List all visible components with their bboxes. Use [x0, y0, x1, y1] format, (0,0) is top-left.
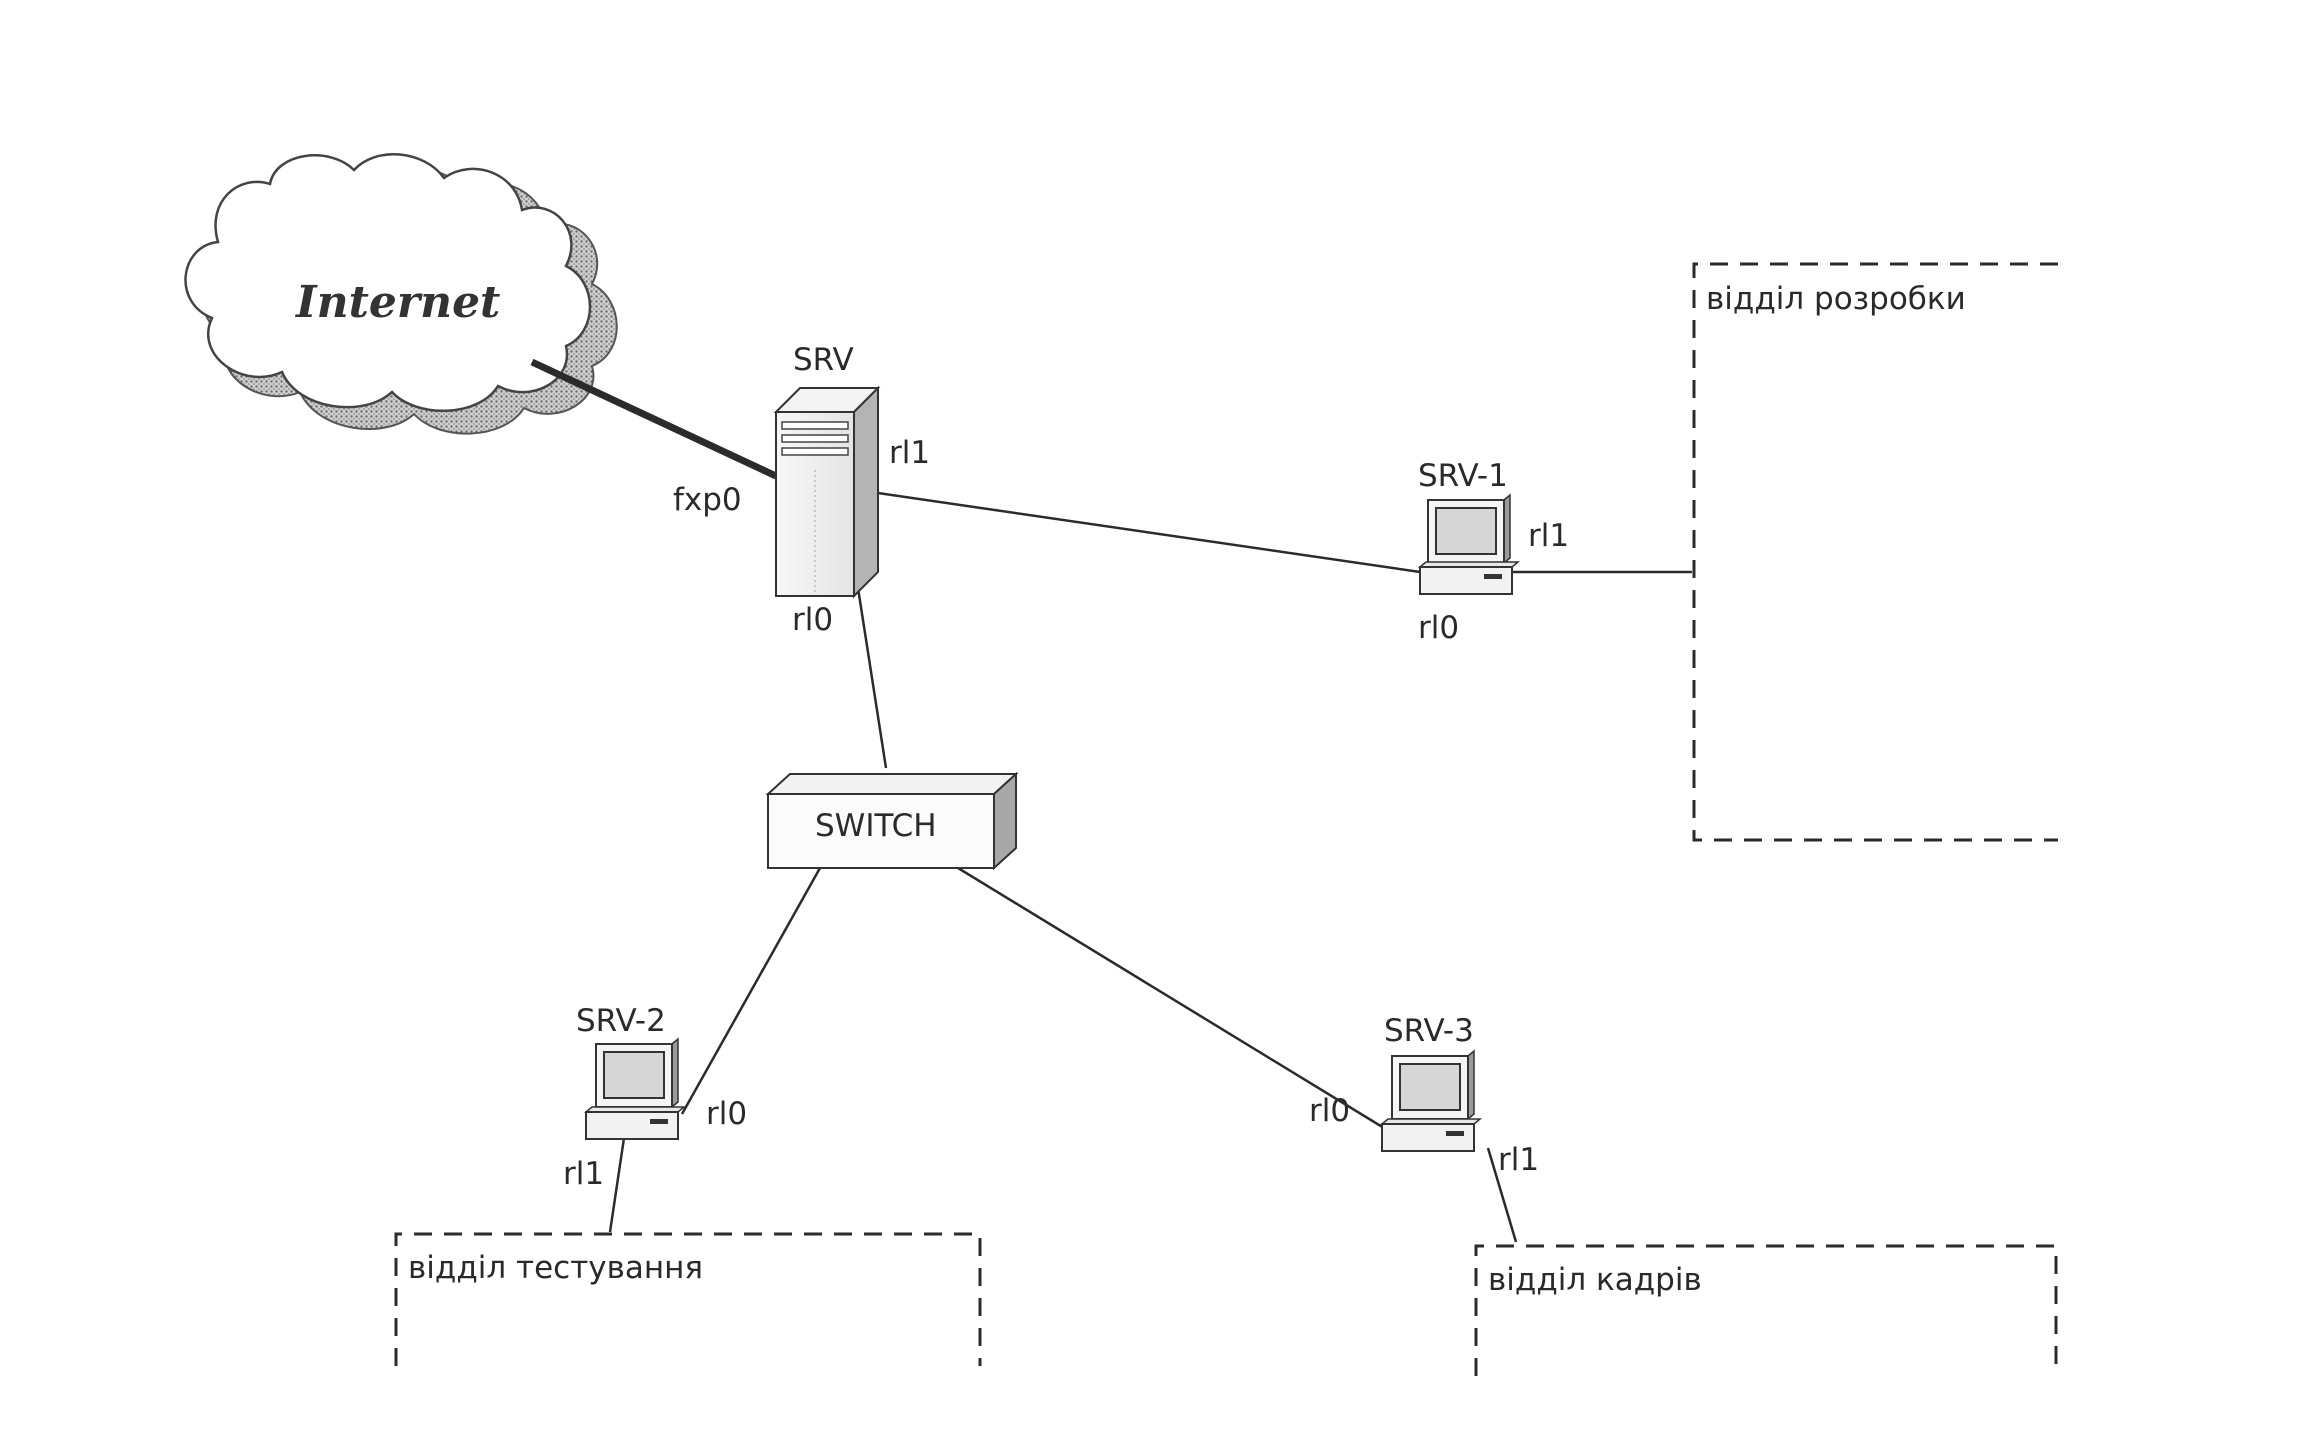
srv2-port-rl0: rl0 [706, 1096, 747, 1132]
link-srv-switch [856, 587, 888, 769]
srv1-drive [1484, 574, 1502, 579]
srv-label: SRV [793, 342, 854, 378]
internet-label: Internet [294, 277, 500, 328]
department-boxes [394, 262, 2058, 1376]
srv3-port-rl1: rl1 [1498, 1142, 1539, 1178]
link-srv2-testing [608, 1137, 626, 1233]
srv1-port-rl0: rl0 [1418, 610, 1459, 646]
srv-drive-bays [781, 421, 849, 456]
internet-cloud-icon: Internet [184, 153, 618, 435]
testing-dept-label: відділ тестування [408, 1250, 703, 1286]
srv1-computer-icon[interactable] [1417, 493, 1521, 595]
srv1-port-rl1: rl1 [1528, 518, 1569, 554]
srv2-computer-icon[interactable] [583, 1037, 687, 1140]
srv3-label: SRV-3 [1384, 1013, 1474, 1049]
srv2-case [585, 1111, 679, 1140]
switch-top-face [765, 773, 1019, 795]
switch-label: SWITCH [815, 808, 937, 844]
srv1-screen [1435, 507, 1497, 555]
link-internet-srv [530, 358, 778, 480]
srv-port-rl0: rl0 [792, 602, 833, 638]
srv-port-rl1: rl1 [889, 435, 930, 471]
development-dept-box [1692, 262, 2058, 842]
links [530, 358, 1692, 1243]
srv3-screen [1399, 1063, 1461, 1111]
switch-front-face [767, 793, 995, 869]
srv3-computer-icon[interactable] [1379, 1049, 1483, 1152]
srv2-drive [650, 1119, 668, 1124]
link-srv3-hr [1486, 1147, 1518, 1243]
development-dept-label: відділ розробки [1706, 281, 1966, 317]
srv-server-icon[interactable] [773, 385, 881, 599]
hr-dept-label: відділ кадрів [1488, 1262, 1702, 1298]
testing-dept-box [394, 1232, 982, 1366]
hr-dept-box [1474, 1244, 2058, 1376]
srv2-label: SRV-2 [576, 1003, 666, 1039]
link-srv-srv1 [877, 491, 1421, 574]
srv2-port-rl1: rl1 [563, 1156, 604, 1192]
srv1-label: SRV-1 [1418, 458, 1508, 494]
srv-port-fxp0: fxp0 [673, 482, 742, 518]
switch-icon[interactable]: SWITCH [765, 771, 1019, 871]
cloud-body [184, 153, 592, 412]
srv3-port-rl0: rl0 [1309, 1093, 1350, 1129]
srv3-case [1381, 1123, 1475, 1152]
srv3-drive [1446, 1131, 1464, 1136]
srv1-case [1419, 566, 1513, 595]
link-switch-srv3 [957, 866, 1385, 1130]
link-switch-srv2 [680, 867, 822, 1115]
srv2-screen [603, 1051, 665, 1099]
srv-side-face [853, 385, 879, 599]
